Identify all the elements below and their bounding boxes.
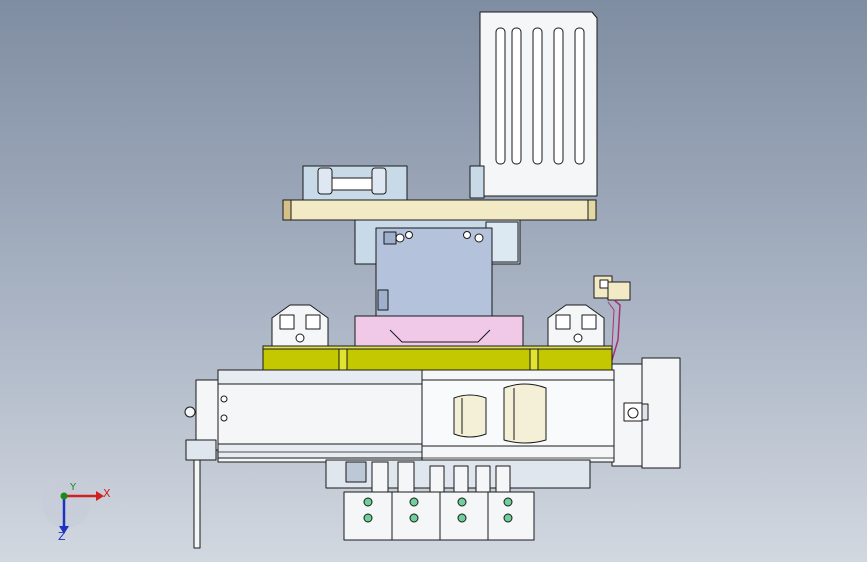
actuator-body <box>217 369 615 463</box>
axis-x-label: X <box>103 487 111 500</box>
drive-motor <box>611 357 681 469</box>
valve-blocks <box>343 491 535 541</box>
slider-handles <box>453 383 547 444</box>
spacer-plate <box>354 315 524 347</box>
axis-z-label: Z <box>58 530 66 543</box>
left-guide-block <box>271 304 329 347</box>
top-mount-plate <box>282 199 597 221</box>
top-clamp-block <box>302 165 408 201</box>
sensor-connector <box>593 275 631 361</box>
valve-rack <box>325 459 591 499</box>
slotted-bracket <box>469 11 598 199</box>
base-rail <box>262 345 613 371</box>
axis-y-label: Y <box>70 482 77 493</box>
left-end-plate <box>184 379 228 549</box>
coordinate-triad <box>42 480 104 534</box>
right-guide-block <box>547 304 605 347</box>
